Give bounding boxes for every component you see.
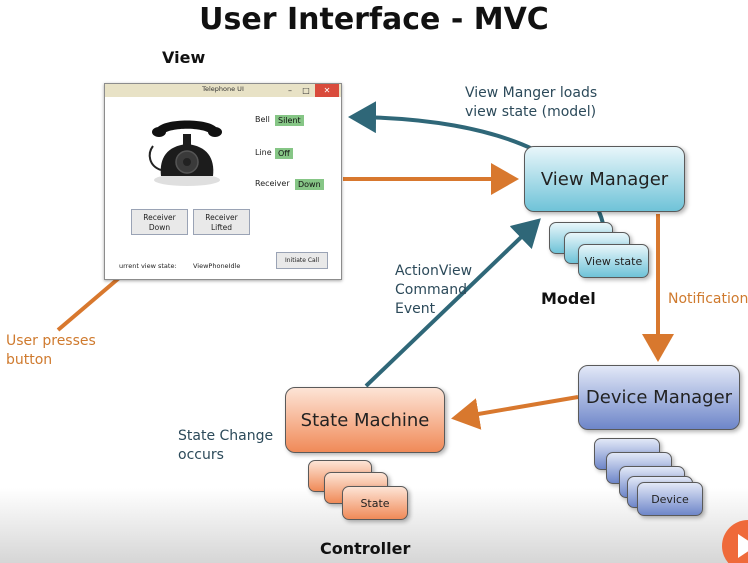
device-manager-label: Device Manager <box>585 387 733 408</box>
state-change-line-2: occurs <box>178 447 224 463</box>
window-title: Telephone UI <box>202 85 244 93</box>
action-view-line-2: Command <box>395 282 467 298</box>
state-change-note: State Change occurs <box>178 427 273 465</box>
view-manager-label: View Manager <box>540 168 669 190</box>
receiver-lifted-button[interactable]: Receiver Lifted <box>193 209 250 235</box>
bell-value: Silent <box>275 115 304 126</box>
window-close-icon[interactable]: ✕ <box>315 84 339 97</box>
play-icon[interactable] <box>712 512 748 563</box>
telephone-icon <box>148 120 222 186</box>
notification-note: Notification <box>668 291 748 307</box>
view-manager-box: View Manager <box>524 146 685 212</box>
window-maximize-icon[interactable]: □ <box>302 86 310 95</box>
action-view-line-1: ActionView <box>395 263 473 279</box>
state-label: State <box>360 496 390 510</box>
receiver-down-line-2: Down <box>148 223 171 232</box>
user-presses-line-2: button <box>6 352 53 368</box>
user-presses-line-1: User presses <box>6 333 96 349</box>
arrow-state-machine-to-view-manager <box>364 218 541 388</box>
receiver-down-button[interactable]: Receiver Down <box>131 209 188 235</box>
receiver-down-line-1: Receiver <box>143 213 176 222</box>
user-presses-note: User presses button <box>6 332 96 370</box>
receiver-lifted-line-1: Receiver <box>205 213 238 222</box>
state-machine-label: State Machine <box>300 409 430 431</box>
receiver-lifted-line-2: Lifted <box>210 223 233 232</box>
telephone-ui-window: Telephone UI – □ ✕ Bell Silent Line Off … <box>104 83 342 280</box>
action-view-line-3: Event <box>395 301 436 317</box>
receiver-value: Down <box>295 179 324 190</box>
action-view-note: ActionView Command Event <box>395 262 472 319</box>
model-label: Model <box>541 289 596 308</box>
window-titlebar: Telephone UI – □ ✕ <box>105 84 341 97</box>
view-manager-loads-line-2: view state (model) <box>465 104 597 120</box>
slide-title: User Interface - MVC <box>199 2 549 37</box>
view-state-label: View state <box>584 254 643 268</box>
initiate-call-button[interactable]: Initiate Call <box>276 252 328 269</box>
current-view-state-label: urrent view state: <box>119 262 177 270</box>
bell-label: Bell <box>255 115 270 124</box>
device-label: Device <box>651 492 689 506</box>
state-card: State <box>342 486 408 520</box>
window-minimize-icon[interactable]: – <box>288 86 292 95</box>
view-state-card: View state <box>578 244 649 278</box>
line-value: Off <box>275 148 293 159</box>
view-label: View <box>162 48 206 67</box>
receiver-label: Receiver <box>255 179 290 188</box>
current-view-state-value: ViewPhoneIdle <box>193 262 241 270</box>
controller-label: Controller <box>320 539 411 558</box>
device-manager-box: Device Manager <box>578 365 740 430</box>
state-machine-box: State Machine <box>285 387 445 453</box>
arrow-device-manager-to-state-machine <box>451 395 579 430</box>
line-label: Line <box>255 148 272 157</box>
state-change-line-1: State Change <box>178 428 274 444</box>
view-manager-loads-line-1: View Manger loads <box>465 85 598 101</box>
device-card: Device <box>637 482 703 516</box>
view-manager-loads-note: View Manger loads view state (model) <box>465 84 597 122</box>
